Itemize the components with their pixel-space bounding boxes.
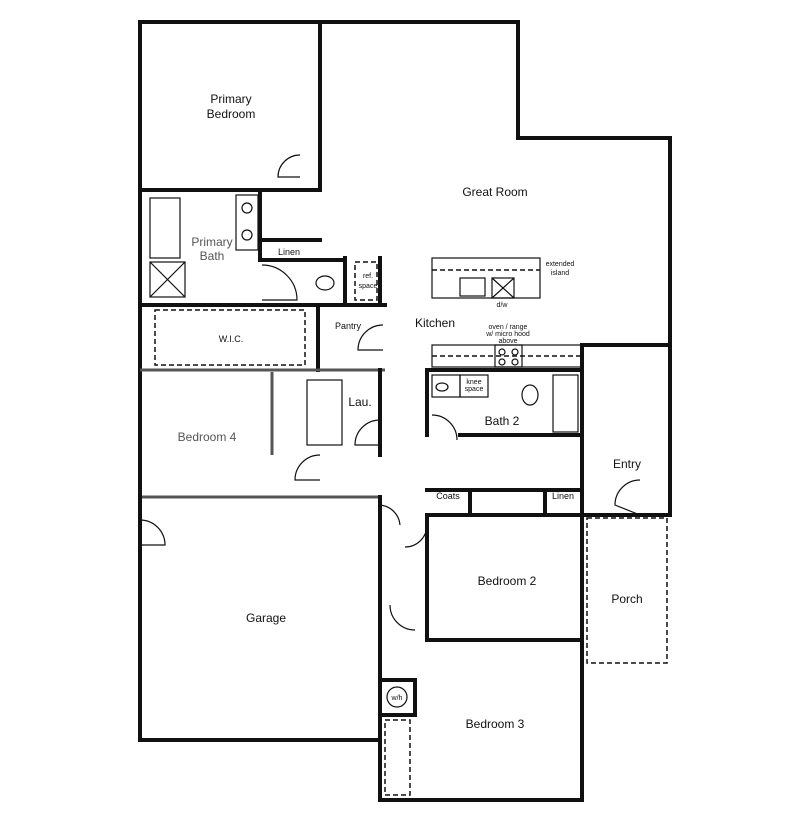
- label-knee-space-2: space: [465, 386, 484, 393]
- label-garage: Garage: [246, 611, 286, 625]
- label-great-room: Great Room: [462, 185, 527, 199]
- walls: [138, 20, 672, 802]
- label-primary-bedroom-2: Bedroom: [207, 107, 256, 121]
- label-linen: Linen: [278, 247, 300, 257]
- label-bedroom-4: Bedroom 4: [178, 430, 237, 444]
- label-ref-space: ref.: [363, 273, 373, 280]
- label-knee-space: knee: [466, 379, 481, 386]
- label-pantry: Pantry: [335, 321, 362, 331]
- label-primary-bedroom: Primary: [210, 92, 251, 106]
- label-bedroom-2: Bedroom 2: [478, 574, 537, 588]
- label-oven-2: w/ micro hood: [485, 331, 530, 338]
- fixtures: [139, 154, 668, 796]
- label-bath-2: Bath 2: [485, 414, 520, 428]
- label-entry: Entry: [613, 457, 641, 471]
- label-ref-space-2: space: [359, 283, 378, 290]
- label-primary-bath-2: Bath: [200, 249, 225, 263]
- label-extended-island-2: island: [551, 270, 569, 277]
- label-coats: Coats: [436, 491, 460, 501]
- label-oven-3: above: [498, 338, 517, 345]
- label-primary-bath: Primary: [191, 235, 232, 249]
- label-oven: oven / range: [489, 324, 528, 331]
- label-dw: d/w: [497, 302, 509, 309]
- label-extended-island: extended: [546, 261, 575, 268]
- label-porch: Porch: [611, 592, 642, 606]
- label-laundry: Lau.: [348, 395, 371, 409]
- label-water-heater: w/h: [391, 695, 403, 702]
- label-linen-2: Linen: [552, 491, 574, 501]
- label-wic: W.I.C.: [219, 334, 244, 344]
- label-kitchen: Kitchen: [415, 316, 455, 330]
- label-bedroom-3: Bedroom 3: [466, 717, 525, 731]
- room-labels: Primary Bedroom Primary Bath Linen ref. …: [178, 92, 643, 731]
